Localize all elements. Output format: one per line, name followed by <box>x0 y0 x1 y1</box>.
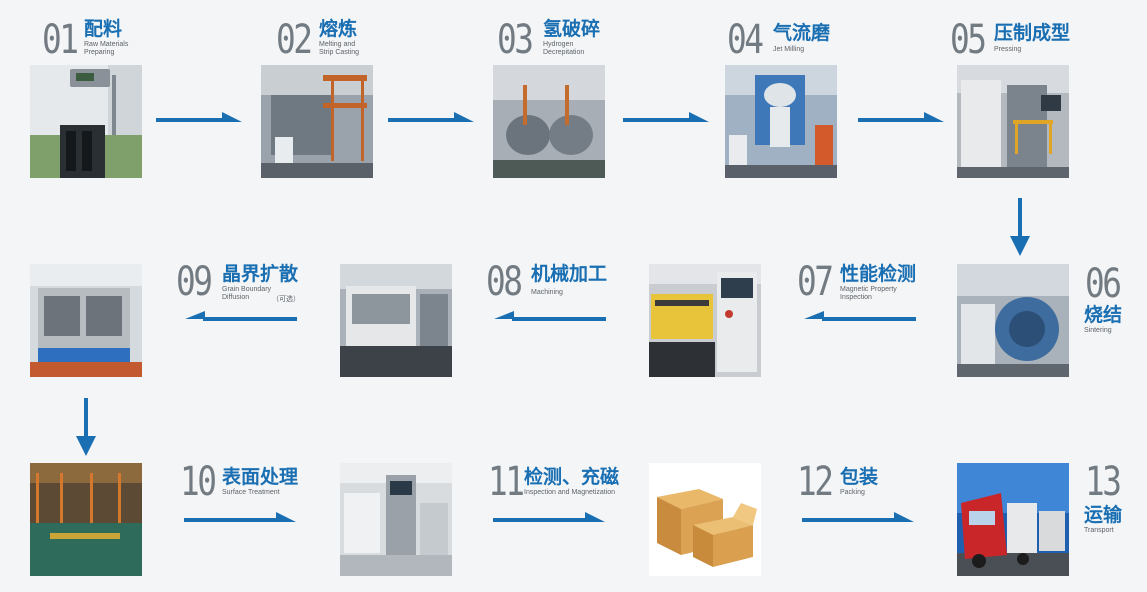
weighing-scale-image <box>30 65 142 178</box>
step-06-title: 烧结 <box>1084 304 1123 326</box>
step-08-photo <box>340 264 452 377</box>
sintering-furnace-image <box>957 264 1069 377</box>
arrow-left-1 <box>804 311 916 321</box>
step-01-title: 配料 <box>84 18 123 40</box>
step-04-title: 气流磨 <box>773 22 831 44</box>
step-04-photo <box>725 65 837 178</box>
arrow-left-2 <box>494 311 606 321</box>
step-05-caption: Pressing <box>994 46 1022 53</box>
step-08-number: 08 <box>486 259 523 305</box>
step-12-photo <box>649 463 761 576</box>
step-11-caption: Inspection and Magnetization <box>524 489 616 496</box>
step-11-number: 11 <box>488 459 525 505</box>
step-11-title: 检测、充磁 <box>524 466 620 488</box>
step-13-caption: Transport <box>1084 527 1114 534</box>
step-12-title: 包装 <box>840 466 879 488</box>
step-07-photo <box>649 264 761 377</box>
arrow-right-5 <box>184 512 296 522</box>
cardboard-boxes-image <box>649 463 761 576</box>
step-03-title: 氢破碎 <box>543 18 601 40</box>
step-11-photo <box>340 463 452 576</box>
step-05-number: 05 <box>950 17 987 63</box>
step-01-photo <box>30 65 142 178</box>
machining-image <box>340 264 452 377</box>
step-01-number: 01 <box>42 17 79 63</box>
surface-treatment-image <box>30 463 142 576</box>
step-04-number: 04 <box>727 17 764 63</box>
step-10-title: 表面处理 <box>222 466 299 488</box>
step-09-caption: Grain Boundary Diffusion <box>222 286 272 301</box>
step-05-photo <box>957 65 1069 178</box>
step-03-number: 03 <box>497 17 534 63</box>
step-02-number: 02 <box>276 17 313 63</box>
step-08-caption: Machining <box>531 289 563 296</box>
step-03-caption: Hydrogen Decrepitation <box>543 41 585 56</box>
step-09-title: 晶界扩散 <box>222 263 299 285</box>
step-02-title: 熔炼 <box>319 18 358 40</box>
arrow-left-3 <box>185 311 297 321</box>
step-04-caption: Jet Milling <box>773 46 805 53</box>
arrow-right-3 <box>623 112 709 122</box>
step-09-photo <box>30 264 142 377</box>
step-06-photo <box>957 264 1069 377</box>
arrow-down-2 <box>76 398 96 456</box>
transport-trucks-image <box>957 463 1069 576</box>
arrow-right-1 <box>156 112 242 122</box>
step-08-title: 机械加工 <box>531 263 608 285</box>
step-02-caption: Melting and Strip Casting <box>319 41 360 56</box>
step-10-caption: Surface Treatment <box>222 489 280 496</box>
press-machine-image <box>957 65 1069 178</box>
step-10-photo <box>30 463 142 576</box>
step-12-caption: Packing <box>840 489 865 496</box>
magnetic-inspection-image <box>649 264 761 377</box>
arrow-right-7 <box>802 512 914 522</box>
melting-furnace-image <box>261 65 373 178</box>
step-07-number: 07 <box>797 259 834 305</box>
step-02-photo <box>261 65 373 178</box>
step-13-photo <box>957 463 1069 576</box>
arrow-right-2 <box>388 112 474 122</box>
step-07-title: 性能检测 <box>840 263 917 285</box>
step-06-number: 06 <box>1085 261 1122 307</box>
hydrogen-decrepitation-image <box>493 65 605 178</box>
step-07-caption: Magnetic Property Inspection <box>840 286 897 301</box>
arrow-right-6 <box>493 512 605 522</box>
step-12-number: 12 <box>797 459 834 505</box>
step-05-title: 压制成型 <box>994 22 1071 44</box>
arrow-right-4 <box>858 112 944 122</box>
grain-boundary-diffusion-image <box>30 264 142 377</box>
step-09-optional-note: （可选） <box>272 295 300 303</box>
step-09-number: 09 <box>176 259 213 305</box>
step-13-number: 13 <box>1085 459 1122 505</box>
arrow-down-1 <box>1010 198 1030 256</box>
step-13-title: 运输 <box>1084 504 1123 526</box>
step-10-number: 10 <box>180 459 217 505</box>
step-06-caption: Sintering <box>1084 327 1112 334</box>
step-03-photo <box>493 65 605 178</box>
step-01-caption: Raw Materials Preparing <box>84 41 129 56</box>
jet-mill-image <box>725 65 837 178</box>
inspection-magnetization-image <box>340 463 452 576</box>
